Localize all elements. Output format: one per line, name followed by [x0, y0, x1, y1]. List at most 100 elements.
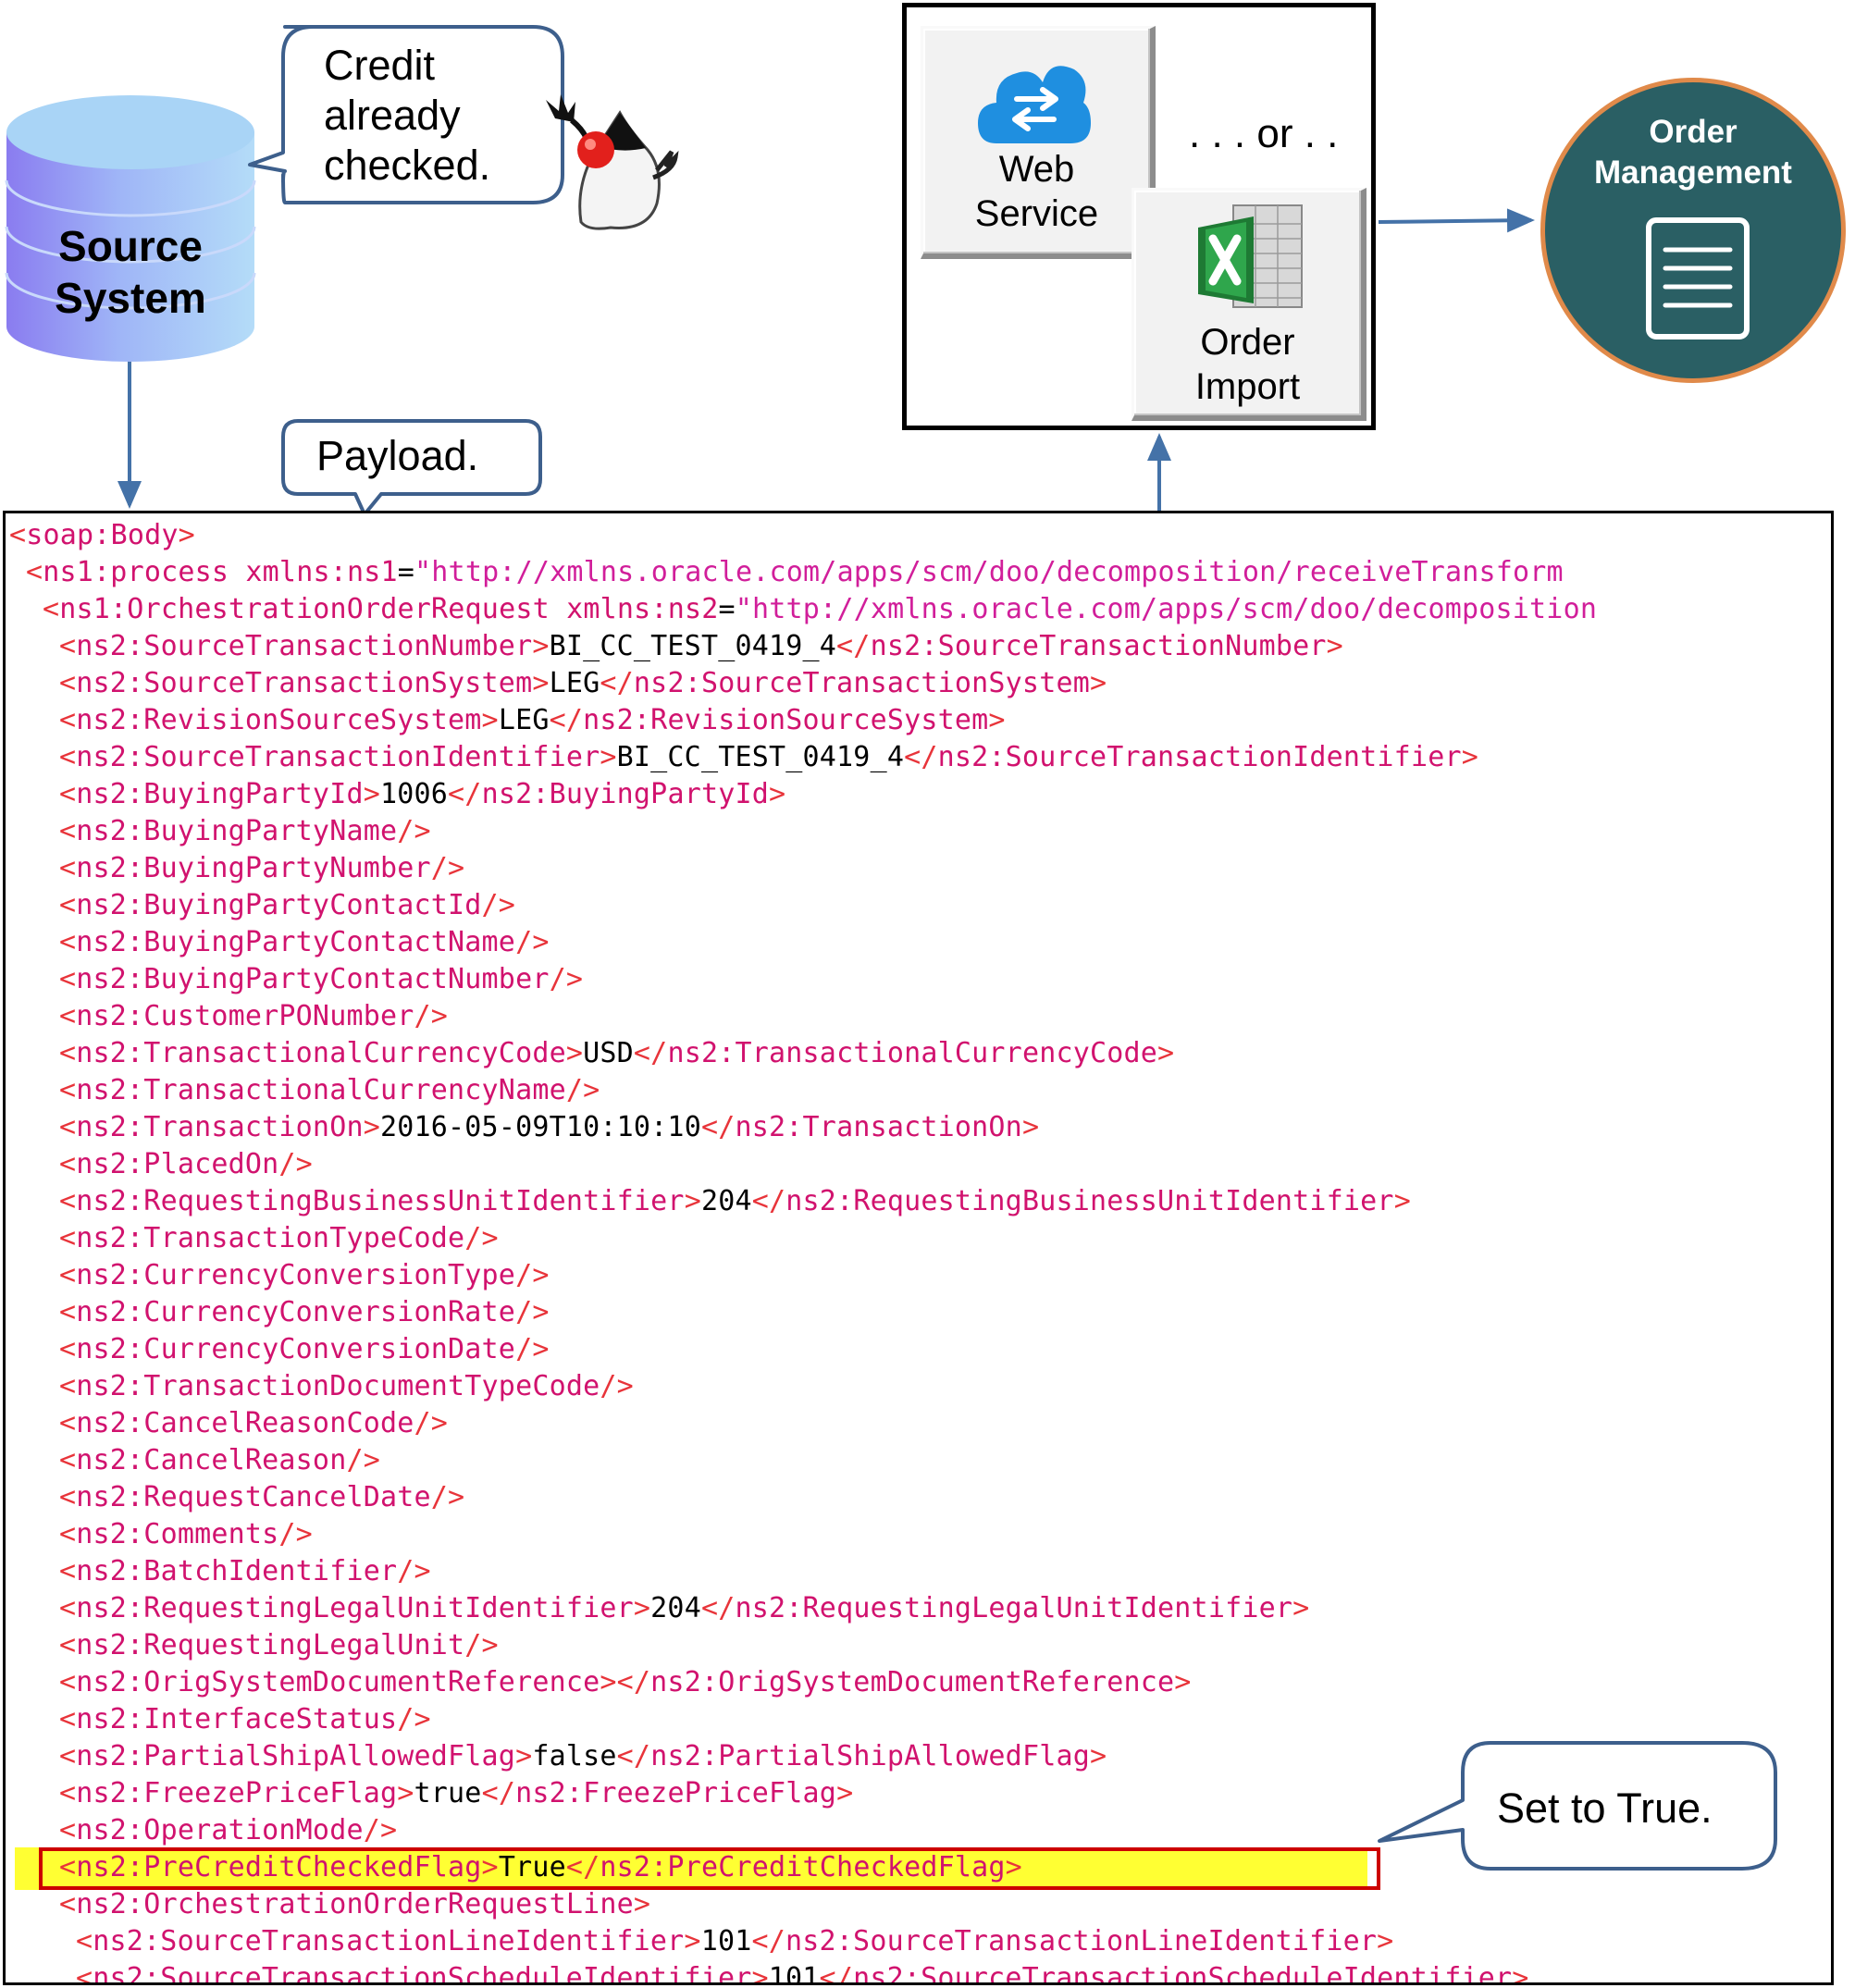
code-token: /> — [397, 815, 431, 847]
code-token: "http://xmlns.oracle.com/apps/scm/doo/de… — [414, 556, 1564, 588]
code-token: > — [1377, 1925, 1394, 1957]
code-token: > — [1090, 1740, 1107, 1772]
code-token: True — [498, 1851, 566, 1883]
code-token: > — [532, 630, 550, 662]
code-token: ns2:OperationMode — [76, 1814, 364, 1846]
code-token: < — [59, 1333, 77, 1365]
code-token: < — [59, 1370, 77, 1402]
code-line: <soap:Body> — [9, 517, 195, 554]
order-management-title: Order Management — [1594, 114, 1792, 191]
code-token: 204 — [700, 1185, 752, 1217]
code-token: < — [59, 1481, 77, 1513]
code-token: </ — [616, 1740, 651, 1772]
code-token: </ — [565, 1851, 600, 1883]
code-token: </ — [549, 704, 584, 736]
code-token: > — [600, 741, 617, 773]
code-line-precredit-flag: <ns2:PreCreditCheckedFlag>True</ns2:PreC… — [59, 1849, 1022, 1886]
code-token: /> — [600, 1370, 634, 1402]
code-token: > — [1089, 667, 1107, 699]
code-token: ns2:InterfaceStatus — [76, 1703, 398, 1735]
code-lines: <soap:Body><ns1:process xmlns:ns1="http:… — [6, 513, 1831, 1982]
code-token: ns2:SourceTransactionLineIdentifier — [785, 1925, 1378, 1957]
code-token: BI_CC_TEST_0419_4 — [616, 741, 905, 773]
code-token: ns2:OrigSystemDocumentReference — [650, 1666, 1175, 1698]
code-token: < — [59, 1296, 77, 1328]
code-line: <ns2:SourceTransactionNumber>BI_CC_TEST_… — [59, 628, 1343, 665]
code-token: < — [59, 630, 77, 662]
code-line: <ns2:PartialShipAllowedFlag>false</ns2:P… — [59, 1738, 1107, 1775]
code-token: ns2:RequestingLegalUnitIdentifier — [76, 1592, 634, 1624]
code-token: LEG — [498, 704, 550, 736]
code-token: /> — [346, 1444, 380, 1476]
order-import-tile[interactable]: Order Import — [1132, 188, 1367, 421]
code-token: </ — [700, 1592, 736, 1624]
code-token: </ — [819, 1962, 854, 1985]
code-token: < — [43, 593, 60, 625]
code-token: ns2:OrigSystemDocumentReference — [76, 1666, 600, 1698]
code-token: LEG — [549, 667, 600, 699]
code-token: > — [988, 704, 1006, 736]
code-token: < — [59, 1259, 77, 1291]
code-line: <ns2:OperationMode/> — [59, 1812, 397, 1849]
code-token: ns2:CurrencyConversionType — [76, 1259, 516, 1291]
code-line: <ns2:CancelReason/> — [59, 1442, 380, 1479]
code-token: ns2:TransactionalCurrencyCode — [76, 1037, 566, 1069]
code-token: ns2:BuyingPartyName — [76, 815, 398, 847]
code-token: </ — [836, 630, 871, 662]
code-token: ns2:SourceTransactionScheduleIdentifier — [853, 1962, 1513, 1985]
code-token: < — [59, 815, 77, 847]
code-token: < — [59, 1555, 77, 1587]
code-token: ns2:BuyingPartyContactName — [76, 926, 516, 958]
code-token: < — [59, 1111, 77, 1143]
code-token: /> — [363, 1814, 398, 1846]
code-token: = — [718, 593, 736, 625]
code-token: xmlns:ns2 — [566, 593, 719, 625]
code-line: <ns2:OrchestrationOrderRequestLine> — [59, 1886, 650, 1923]
code-token: /> — [549, 963, 584, 995]
code-token: ns2:FreezePriceFlag — [515, 1777, 837, 1809]
code-line: <ns2:BuyingPartyName/> — [59, 813, 431, 850]
code-token: ns2:PartialShipAllowedFlag — [650, 1740, 1090, 1772]
code-token: < — [59, 963, 77, 995]
code-line: <ns1:process xmlns:ns1="http://xmlns.ora… — [26, 554, 1564, 591]
code-token: /> — [565, 1074, 600, 1106]
code-line: <ns2:CustomerPONumber/> — [59, 998, 448, 1035]
code-token: ns2:PlacedOn — [76, 1148, 279, 1180]
code-token: > — [1021, 1111, 1040, 1143]
code-token: ns2:BatchIdentifier — [76, 1555, 398, 1587]
code-token: ns2:SourceTransactionNumber — [870, 630, 1327, 662]
code-token: </ — [700, 1111, 736, 1143]
code-token: ns2:RevisionSourceSystem — [583, 704, 989, 736]
code-token: /> — [430, 1481, 465, 1513]
code-token: ns2:SourceTransactionIdentifier — [937, 741, 1462, 773]
code-token: ns2:SourceTransactionScheduleIdentifier — [93, 1962, 752, 1985]
code-token: ns2:RequestingLegalUnitIdentifier — [735, 1592, 1293, 1624]
code-token: < — [59, 1592, 77, 1624]
web-service-tile[interactable]: Web Service — [921, 26, 1156, 259]
highlighted-line — [15, 1847, 1367, 1890]
code-token: ns2:SourceTransactionLineIdentifier — [93, 1925, 685, 1957]
code-token: < — [59, 1740, 77, 1772]
code-token: > — [1326, 630, 1343, 662]
credit-callout-shape — [248, 25, 564, 204]
code-token: > — [1393, 1185, 1411, 1217]
code-line: <ns2:CancelReasonCode/> — [59, 1405, 448, 1442]
submission-channels-box: Web Service . . . or . . Order Import — [902, 3, 1376, 430]
code-token: soap:Body — [26, 519, 179, 551]
arrow-channels-to-om — [1378, 208, 1535, 233]
code-token: /> — [515, 926, 550, 958]
code-token: ns2:BuyingPartyContactNumber — [76, 963, 550, 995]
code-token: > — [178, 519, 195, 551]
code-token: /> — [515, 1296, 550, 1328]
code-token: ns2:TransactionTypeCode — [76, 1222, 465, 1254]
code-token: /> — [464, 1629, 499, 1661]
code-token: < — [59, 1000, 77, 1032]
code-token: < — [9, 519, 27, 551]
code-line: <ns2:CurrencyConversionRate/> — [59, 1294, 550, 1331]
code-token: ns2:CancelReason — [76, 1444, 347, 1476]
code-token: /> — [515, 1333, 550, 1365]
code-token: < — [59, 1629, 77, 1661]
code-line: <ns2:BuyingPartyContactName/> — [59, 924, 550, 961]
code-token: > — [751, 1962, 769, 1985]
code-token: < — [59, 1666, 77, 1698]
